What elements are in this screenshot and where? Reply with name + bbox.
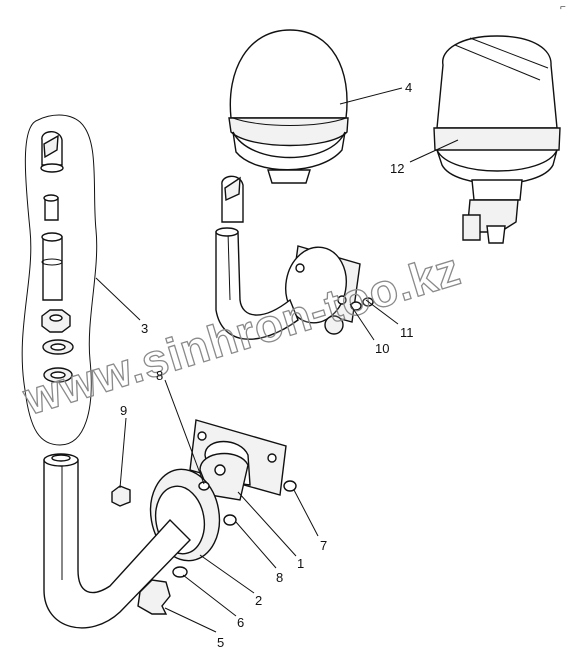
beacon-dome-part-4 bbox=[228, 29, 349, 184]
callout-8-top: 8 bbox=[156, 368, 163, 383]
upper-bent-tube-bracket bbox=[215, 175, 361, 340]
callout-3: 3 bbox=[141, 321, 148, 336]
lower-bent-tube-bracket bbox=[43, 419, 297, 629]
callout-6: 6 bbox=[237, 615, 244, 630]
watermark-text: www.sinhron-too.kz bbox=[17, 242, 467, 425]
callout-11: 11 bbox=[400, 325, 414, 340]
callout-4: 4 bbox=[405, 80, 412, 95]
callout-1: 1 bbox=[297, 556, 304, 571]
callout-9: 9 bbox=[120, 403, 127, 418]
callout-7: 7 bbox=[320, 538, 327, 553]
callout-2: 2 bbox=[255, 593, 262, 608]
corner-mark: ⌐ bbox=[560, 2, 566, 13]
callout-12: 12 bbox=[390, 161, 404, 176]
callout-numbers: 4 12 3 11 10 8 9 7 1 8 2 6 5 bbox=[120, 80, 414, 650]
callout-10: 10 bbox=[375, 341, 389, 356]
callout-5: 5 bbox=[217, 635, 224, 650]
fitting-assembly-part-3 bbox=[21, 114, 98, 446]
leader-lines bbox=[95, 87, 459, 633]
beacon-with-mount-part-12 bbox=[433, 35, 561, 244]
callout-8-bottom: 8 bbox=[276, 570, 283, 585]
